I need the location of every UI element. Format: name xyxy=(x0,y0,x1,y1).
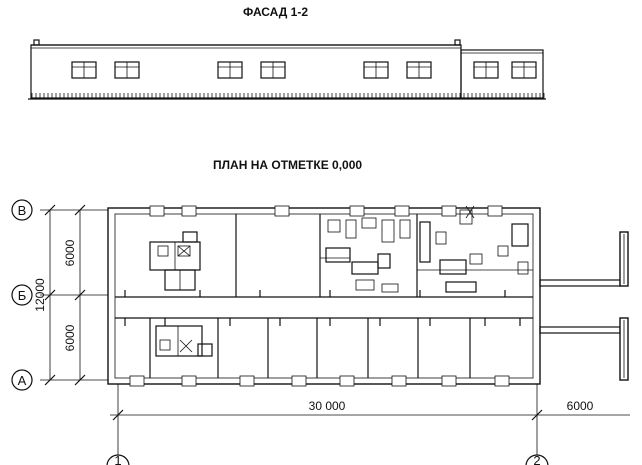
facade-window xyxy=(217,61,243,79)
plinth-hatch xyxy=(31,93,545,99)
dim-upper-bay: 6000 xyxy=(63,239,77,266)
axis-bubble-a: А xyxy=(11,369,33,391)
axis-label-2: 2 xyxy=(533,453,540,465)
plan-canopy xyxy=(539,231,629,381)
plan-title: ПЛАН НА ОТМЕТКЕ 0,000 xyxy=(213,158,362,172)
facade-elevation xyxy=(28,39,546,100)
plan-outer-walls xyxy=(107,207,541,385)
window-opening-bottom xyxy=(129,375,145,387)
facade-window xyxy=(71,61,97,79)
axis-bubble-1: 1 xyxy=(106,453,130,465)
window-opening-bottom xyxy=(391,375,407,387)
window-opening-bottom xyxy=(181,375,197,387)
window-opening-top xyxy=(349,205,365,217)
axis-label-b: Б xyxy=(18,288,27,303)
dim-length: 30 000 xyxy=(309,399,346,413)
axis-bubble-b: Б xyxy=(11,284,33,306)
facade-window xyxy=(511,61,537,79)
dim-overall-depth: 12000 xyxy=(33,278,47,312)
window-opening-top xyxy=(274,205,290,217)
axis-label-1: 1 xyxy=(114,453,121,465)
window-opening-top xyxy=(149,205,165,217)
facade-window xyxy=(406,61,432,79)
plan-window-openings xyxy=(129,205,510,387)
axis-label-v: В xyxy=(18,203,27,218)
axis-label-a: А xyxy=(18,373,27,388)
window-opening-top xyxy=(394,205,410,217)
window-opening-bottom xyxy=(291,375,307,387)
window-opening-bottom xyxy=(441,375,457,387)
plan-door-stubs xyxy=(124,290,521,326)
window-opening-bottom xyxy=(239,375,255,387)
facade-window xyxy=(473,61,499,79)
plan-partitions xyxy=(149,214,471,378)
dimension-lines xyxy=(40,204,630,455)
dim-lower-bay: 6000 xyxy=(63,324,77,351)
window-opening-top xyxy=(441,205,457,217)
facade-windows xyxy=(71,61,537,79)
axis-bubble-2: 2 xyxy=(525,453,549,465)
facade-window xyxy=(114,61,140,79)
facade-window xyxy=(363,61,389,79)
facade-window xyxy=(260,61,286,79)
window-opening-bottom xyxy=(339,375,355,387)
dim-canopy: 6000 xyxy=(567,399,594,413)
window-opening-top xyxy=(487,205,503,217)
axis-bubble-v: В xyxy=(11,199,33,221)
window-opening-bottom xyxy=(494,375,510,387)
window-opening-top xyxy=(181,205,197,217)
plan-equipment xyxy=(149,205,533,357)
facade-title: ФАСАД 1-2 xyxy=(243,5,308,19)
